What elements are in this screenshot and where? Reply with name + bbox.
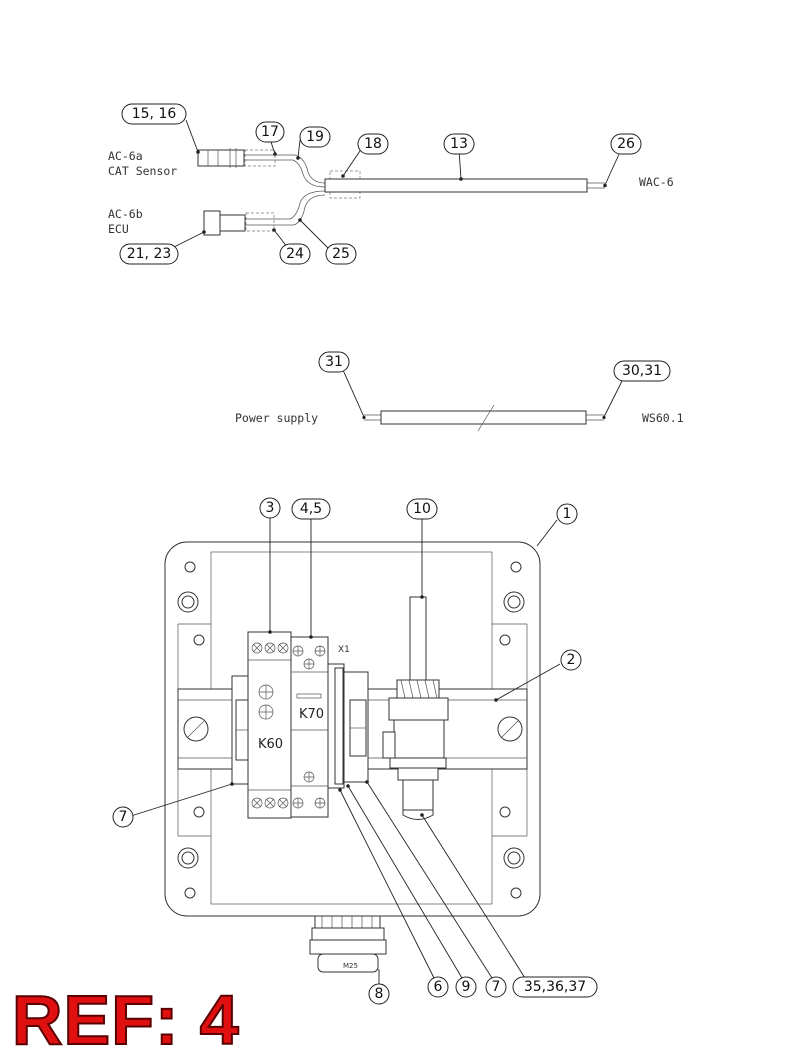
callout-7-right: 7 bbox=[485, 976, 507, 998]
ac6a-label: AC-6a bbox=[108, 149, 143, 163]
svg-text:4,5: 4,5 bbox=[300, 501, 322, 517]
relay-k70 bbox=[290, 636, 329, 818]
callout-8: 8 bbox=[368, 983, 390, 1005]
end-bracket-left bbox=[231, 675, 251, 785]
cat-sensor-connector bbox=[197, 149, 245, 167]
svg-text:17: 17 bbox=[261, 124, 279, 140]
wac6-label: WAC-6 bbox=[639, 175, 674, 189]
callout-2: 2 bbox=[560, 649, 582, 671]
x1-label: X1 bbox=[338, 645, 350, 655]
svg-text:19: 19 bbox=[306, 129, 324, 145]
ac6b-label: AC-6b bbox=[108, 207, 143, 221]
terminal-block-x1 bbox=[327, 663, 369, 789]
callout-18: 18 bbox=[357, 133, 389, 155]
callout-13: 13 bbox=[443, 133, 475, 155]
callout-21-23: 21, 23 bbox=[119, 243, 179, 265]
svg-text:1: 1 bbox=[563, 506, 572, 522]
svg-text:3: 3 bbox=[266, 500, 275, 516]
k70-label: K70 bbox=[299, 707, 324, 722]
svg-text:26: 26 bbox=[617, 136, 635, 152]
cat-sensor-label: CAT Sensor bbox=[108, 164, 177, 178]
svg-text:9: 9 bbox=[462, 979, 471, 995]
callout-24: 24 bbox=[279, 243, 311, 265]
svg-text:7: 7 bbox=[119, 809, 128, 825]
callout-1: 1 bbox=[556, 503, 578, 525]
callout-9: 9 bbox=[455, 976, 477, 998]
svg-text:13: 13 bbox=[450, 136, 468, 152]
sensor-gland bbox=[382, 596, 449, 820]
callout-17: 17 bbox=[255, 121, 285, 143]
svg-text:7: 7 bbox=[492, 979, 501, 995]
callout-6: 6 bbox=[427, 976, 449, 998]
svg-text:31: 31 bbox=[325, 354, 343, 370]
callout-7-left: 7 bbox=[112, 806, 134, 828]
callout-19: 19 bbox=[299, 126, 331, 148]
cable-gland-m25 bbox=[309, 915, 387, 973]
svg-text:6: 6 bbox=[434, 979, 443, 995]
m25-label: M25 bbox=[343, 962, 358, 970]
svg-text:8: 8 bbox=[375, 986, 384, 1002]
svg-text:35,36,37: 35,36,37 bbox=[524, 979, 586, 995]
ecu-label: ECU bbox=[108, 222, 129, 236]
callout-15-16: 15, 16 bbox=[121, 103, 187, 125]
k60-label: K60 bbox=[258, 737, 283, 752]
callout-25: 25 bbox=[325, 243, 357, 265]
ref-label: REF: 4 bbox=[11, 980, 240, 1060]
svg-text:24: 24 bbox=[286, 246, 304, 262]
svg-text:18: 18 bbox=[364, 136, 382, 152]
cable-sheath bbox=[324, 178, 588, 193]
callout-35-37: 35,36,37 bbox=[512, 976, 598, 998]
svg-text:21, 23: 21, 23 bbox=[127, 246, 172, 262]
ws601-label: WS60.1 bbox=[642, 411, 684, 425]
svg-text:15, 16: 15, 16 bbox=[132, 106, 177, 122]
power-supply-label: Power supply bbox=[235, 411, 318, 425]
callout-10: 10 bbox=[406, 498, 438, 520]
svg-text:10: 10 bbox=[413, 501, 431, 517]
callout-4-5: 4,5 bbox=[291, 498, 331, 520]
svg-text:25: 25 bbox=[332, 246, 350, 262]
relay-k60 bbox=[247, 631, 292, 819]
svg-text:2: 2 bbox=[567, 652, 576, 668]
callout-26: 26 bbox=[610, 133, 642, 155]
callout-30-31: 30,31 bbox=[613, 360, 671, 382]
callout-3: 3 bbox=[259, 497, 281, 519]
svg-text:30,31: 30,31 bbox=[622, 363, 662, 379]
power-supply-cable bbox=[362, 404, 606, 432]
callout-31: 31 bbox=[318, 351, 350, 373]
ecu-connector bbox=[203, 210, 221, 236]
harness-ac6 bbox=[197, 148, 607, 236]
